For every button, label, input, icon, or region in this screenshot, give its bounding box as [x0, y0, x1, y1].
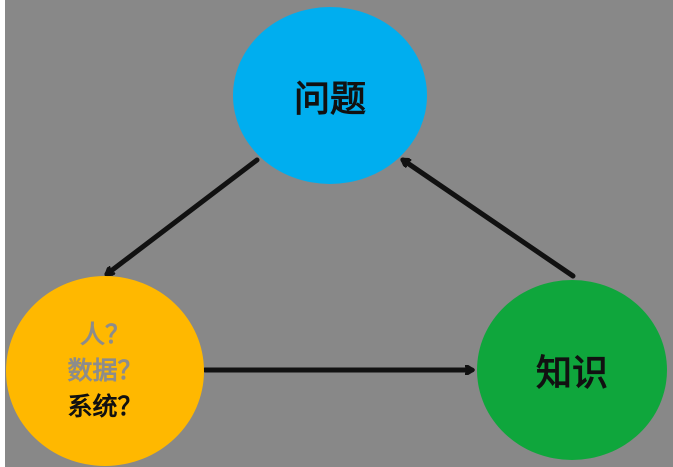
node-knowledge: 知识	[477, 280, 667, 460]
node-source-line-people: 人？	[79, 320, 130, 349]
node-source: 人？ 数据？ 系统？	[6, 276, 204, 466]
arrow-problem-to-source	[107, 157, 260, 277]
node-knowledge-label: 知识	[535, 353, 608, 394]
node-source-line-system: 系统？	[67, 392, 143, 421]
node-problem: 问题	[233, 7, 427, 184]
node-source-line-data: 数据？	[67, 356, 143, 385]
arrow-knowledge-to-problem	[403, 157, 576, 279]
node-problem-label: 问题	[293, 78, 366, 120]
